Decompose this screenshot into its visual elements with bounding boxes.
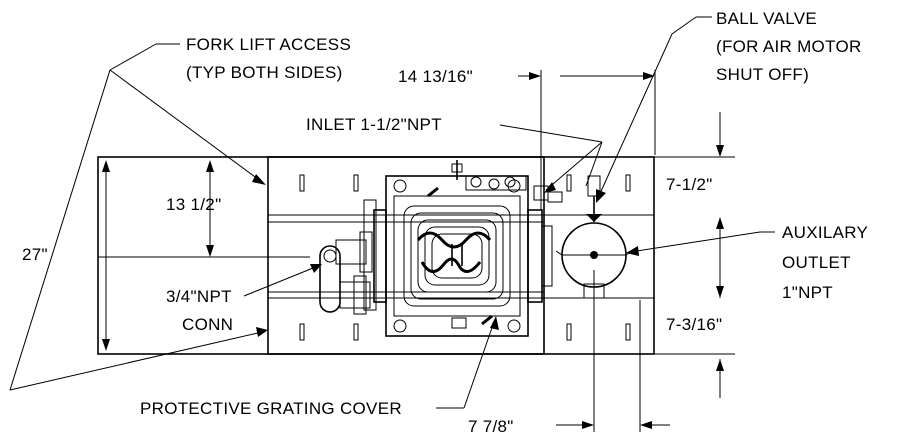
auxilary-label-line1: AUXILARY (782, 223, 868, 242)
dimension-lines (98, 70, 735, 432)
fork-lift-label-line1: FORK LIFT ACCESS (186, 35, 351, 54)
dim-7-1-2: 7-1/2" (666, 175, 713, 194)
left-piping (319, 231, 373, 315)
labels: FORK LIFT ACCESS (TYP BOTH SIDES) BALL V… (22, 9, 868, 436)
npt-3-4-label-line2: CONN (182, 315, 233, 334)
npt-3-4-label-line1: 3/4"NPT (166, 287, 232, 306)
ball-valve-label-line3: SHUT OFF) (716, 65, 809, 84)
grating-body (363, 160, 563, 337)
ball-valve-label-line1: BALL VALVE (716, 9, 817, 28)
skid-base (97, 156, 655, 355)
dim-7-3-16: 7-3/16" (666, 315, 722, 334)
auxilary-label-line3: 1"NPT (782, 283, 833, 302)
dim-13-1-2: 13 1/2" (166, 195, 221, 214)
dim-27: 27" (22, 245, 48, 264)
auxilary-label-line2: OUTLET (782, 253, 851, 272)
dim-7-7-8: 7 7/8" (468, 417, 514, 436)
dim-14-13-16: 14 13/16" (398, 67, 473, 86)
inlet-label: INLET 1-1/2"NPT (306, 115, 442, 134)
leader-lines (9, 16, 775, 409)
protective-grating-label: PROTECTIVE GRATING COVER (140, 399, 402, 418)
ball-valve-label-line2: (FOR AIR MOTOR (716, 37, 862, 56)
fork-lift-label-line2: (TYP BOTH SIDES) (186, 63, 343, 82)
